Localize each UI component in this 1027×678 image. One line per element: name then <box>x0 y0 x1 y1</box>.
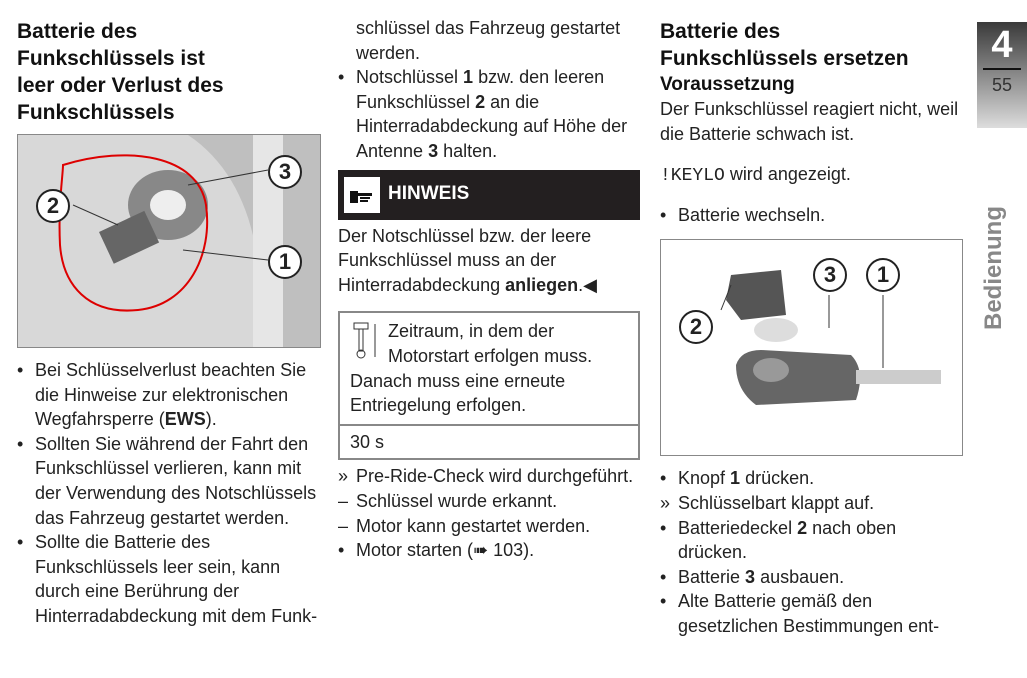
list-item: –Motor kann gestartet werden. <box>338 515 591 536</box>
engine-start-timeout-box: Zeitraum, in dem der Motorstart erfolgen… <box>338 311 640 461</box>
list-item: »Schlüsselbart klappt auf. <box>660 492 875 513</box>
key-illustration <box>720 270 941 406</box>
list-item: •Notschlüssel 1 bzw. den leeren Funkschl… <box>338 67 628 161</box>
rear-wheel-cover-figure: 2 3 1 <box>17 134 321 348</box>
key-battery-figure: 3 1 2 <box>660 239 963 457</box>
list-item: –Schlüssel wurde erkannt. <box>338 490 558 511</box>
piston-icon <box>350 321 380 368</box>
section-label: Bedienung <box>980 206 1007 330</box>
list-item: •Batterie wechseln. <box>660 204 826 225</box>
list-item: •Batterie 3 ausbauen. <box>660 566 845 587</box>
condition-text: Der Funkschlüssel reagiert nicht, weil d… <box>660 99 959 144</box>
notice-text: Der Notschlüssel bzw. der leere Funkschl… <box>338 225 597 295</box>
page-link[interactable]: •Motor starten (➠ 103). <box>338 540 535 561</box>
list-item: •Sollten Sie während der Fahrt den Funks… <box>17 433 317 528</box>
pointing-hand-icon <box>344 176 380 213</box>
list-item: •Batteriedeckel 2 nach oben drücken. <box>660 517 897 563</box>
chapter-number: 4 <box>991 24 1013 66</box>
display-message: !KEYLO wird angezeigt. <box>660 164 851 187</box>
notice-header: HINWEIS <box>338 169 640 220</box>
callout-3: 3 <box>268 155 302 189</box>
callout-2: 2 <box>36 189 70 223</box>
page-number: 55 <box>991 75 1013 95</box>
column-2: schlüssel das Fahrzeug gestartet werden.… <box>338 16 640 563</box>
list-item: •Alte Batterie gemäß den gesetzlichen Be… <box>660 591 940 636</box>
callout-2: 2 <box>679 310 713 345</box>
callout-1: 1 <box>268 245 302 279</box>
continued-text: schlüssel das Fahrzeug gestartet werden. <box>356 18 621 63</box>
callout-1: 1 <box>866 258 900 293</box>
list-item: •Bei Schlüsselverlust beachten Sie die H… <box>17 360 307 430</box>
list-item: •Sollte die Batterie des Funkschlüssels … <box>17 532 318 626</box>
chapter-tab: 4 55 <box>977 22 1027 128</box>
divider <box>983 68 1021 70</box>
list-item: •Knopf 1 drücken. <box>660 468 815 489</box>
subheading: Voraussetzung <box>660 74 795 95</box>
timeout-value: 30 s <box>340 423 638 459</box>
callout-3: 3 <box>813 258 847 293</box>
list-item: »Pre-Ride-Check wird durchgeführt. <box>338 466 634 487</box>
